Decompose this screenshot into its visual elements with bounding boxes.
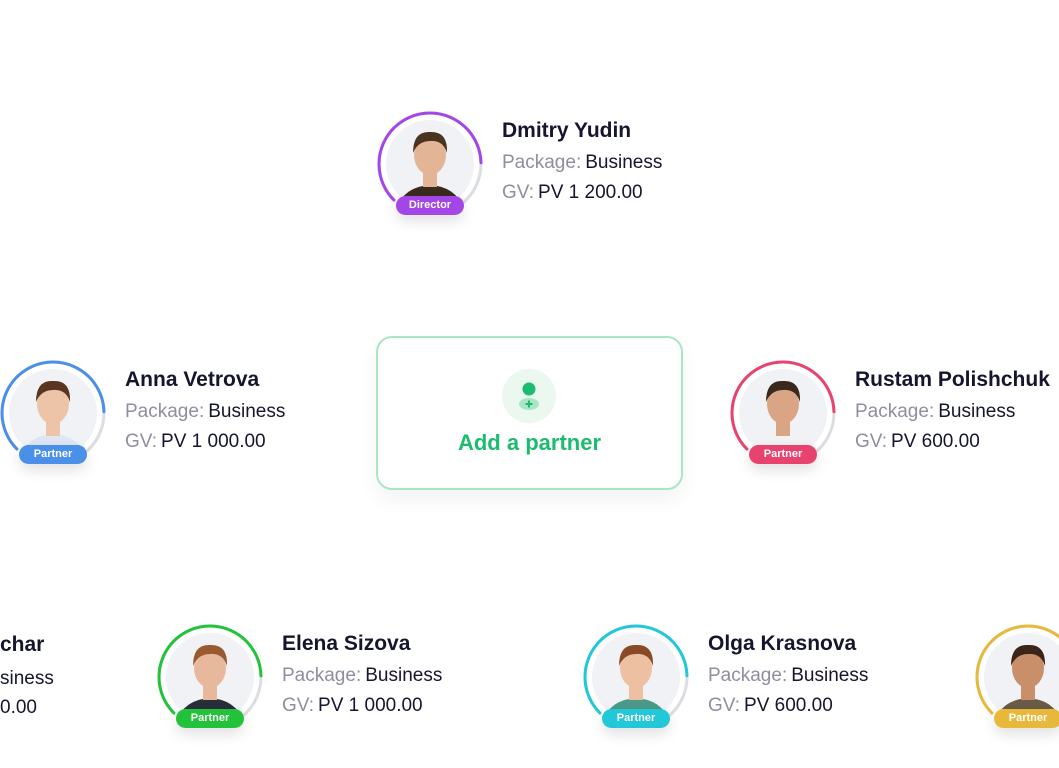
progress-ring: [0, 360, 106, 466]
package-value: Business: [208, 401, 286, 422]
gv-row: GV:PV 1 000.00: [125, 431, 285, 461]
avatar[interactable]: Partner: [583, 624, 689, 730]
package-label: Package:: [125, 401, 205, 422]
avatar[interactable]: Partner: [157, 624, 263, 730]
package-label: Package:: [708, 665, 788, 686]
partner-info: Elena Sizova Package:Business GV:PV 1 00…: [282, 632, 442, 725]
package-row: Package:Business: [282, 665, 442, 695]
gv-value: PV 1 200.00: [538, 182, 643, 203]
role-badge: Partner: [749, 445, 817, 464]
role-badge: Partner: [19, 445, 87, 464]
partner-name[interactable]: Dmitry Yudin: [502, 119, 632, 142]
package-value: Business: [938, 401, 1016, 422]
gv-row: GV:PV 600.00: [855, 431, 1050, 461]
avatar[interactable]: Partner: [975, 624, 1059, 730]
partner-name[interactable]: Elena Sizova: [282, 632, 411, 655]
add-user-icon: [502, 369, 556, 423]
partner-card[interactable]: Partner: [975, 624, 1059, 754]
gv-row: GV:PV 1 000.00: [282, 695, 442, 725]
gv-value: PV 1 000.00: [161, 431, 266, 452]
role-badge: Partner: [994, 709, 1059, 728]
add-partner-button[interactable]: Add a partner: [376, 336, 683, 490]
role-badge: Partner: [602, 709, 670, 728]
gv-value: PV 600.00: [744, 695, 833, 716]
gv-label: GV:: [125, 431, 158, 452]
gv-label: GV:: [502, 182, 535, 203]
gv-label: GV:: [855, 431, 888, 452]
role-badge: Director: [396, 196, 464, 215]
package-row: Package:Business: [855, 401, 1050, 431]
package-value: Business: [585, 152, 663, 173]
avatar[interactable]: Partner: [730, 360, 836, 466]
package-value: Business: [791, 665, 869, 686]
add-partner-label: Add a partner: [457, 430, 602, 455]
gv-label: GV:: [282, 695, 315, 716]
avatar[interactable]: Partner: [0, 360, 106, 466]
gv-value: PV 600.00: [891, 431, 980, 452]
partner-info: Anna Vetrova Package:Business GV:PV 1 00…: [125, 368, 285, 461]
partner-card[interactable]: Partner Rustam Polishchuk Package:Busine…: [730, 360, 1059, 490]
package-row: Package:Business: [708, 665, 868, 695]
package-row: Package:Business: [125, 401, 285, 431]
package-value: Business: [365, 665, 443, 686]
gv-row: GV:PV 1 200.00: [502, 182, 662, 212]
progress-ring: [730, 360, 836, 466]
progress-ring: [157, 624, 263, 730]
partner-name-partial: char: [0, 633, 45, 656]
gv-row: GV:PV 600.00: [708, 695, 868, 725]
partner-name[interactable]: Rustam Polishchuk: [855, 368, 1050, 391]
gv-label: GV:: [708, 695, 741, 716]
role-badge: Partner: [176, 709, 244, 728]
package-row: Package:Business: [502, 152, 662, 182]
partner-card[interactable]: Partner Anna Vetrova Package:Business GV…: [0, 360, 560, 490]
partner-info: Dmitry Yudin Package:Business GV:PV 1 20…: [502, 119, 662, 212]
partner-info: Rustam Polishchuk Package:Business GV:PV…: [855, 368, 1050, 461]
avatar[interactable]: Director: [377, 111, 483, 217]
progress-ring: [975, 624, 1059, 730]
progress-ring: [583, 624, 689, 730]
partner-package-partial: siness: [0, 668, 54, 689]
partner-name[interactable]: Olga Krasnova: [708, 632, 857, 655]
partner-name[interactable]: Anna Vetrova: [125, 368, 260, 391]
partner-card[interactable]: Partner Olga Krasnova Package:Business G…: [583, 624, 1059, 754]
partner-card[interactable]: Partner Elena Sizova Package:Business GV…: [157, 624, 717, 754]
package-label: Package:: [855, 401, 935, 422]
package-label: Package:: [502, 152, 582, 173]
partner-card[interactable]: Director Dmitry Yudin Package:Business G…: [377, 111, 937, 241]
partner-info: Olga Krasnova Package:Business GV:PV 600…: [708, 632, 868, 725]
package-label: Package:: [282, 665, 362, 686]
partner-gv-partial: 0.00: [0, 697, 37, 718]
gv-value: PV 1 000.00: [318, 695, 423, 716]
progress-ring: [377, 111, 483, 217]
